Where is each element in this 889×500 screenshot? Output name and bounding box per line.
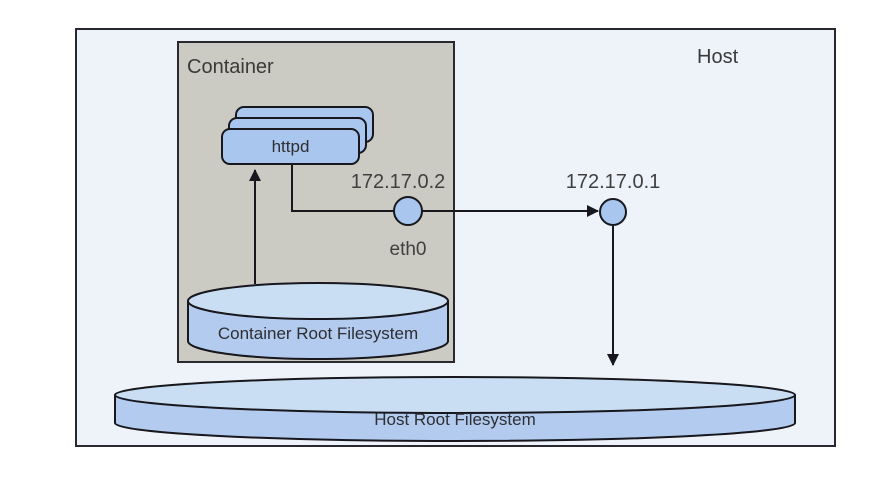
host-ip-label: 172.17.0.1 bbox=[565, 171, 661, 193]
eth0-label: eth0 bbox=[389, 239, 427, 260]
httpd-label: httpd bbox=[271, 136, 310, 156]
eth0-interface-node bbox=[393, 196, 423, 226]
httpd-card-front: httpd bbox=[221, 128, 360, 165]
container-ip-label: 172.17.0.2 bbox=[350, 171, 446, 193]
container-label: Container bbox=[187, 56, 274, 78]
container-rootfs-cylinder bbox=[187, 282, 449, 360]
host-rootfs-label: Host Root Filesystem bbox=[374, 410, 536, 429]
httpd-to-eth0-connector bbox=[291, 163, 394, 212]
host-label: Host bbox=[697, 46, 739, 68]
container-rootfs-label: Container Root Filesystem bbox=[217, 324, 419, 343]
host-interface-node bbox=[599, 198, 627, 226]
host-rootfs-cylinder bbox=[114, 376, 796, 442]
